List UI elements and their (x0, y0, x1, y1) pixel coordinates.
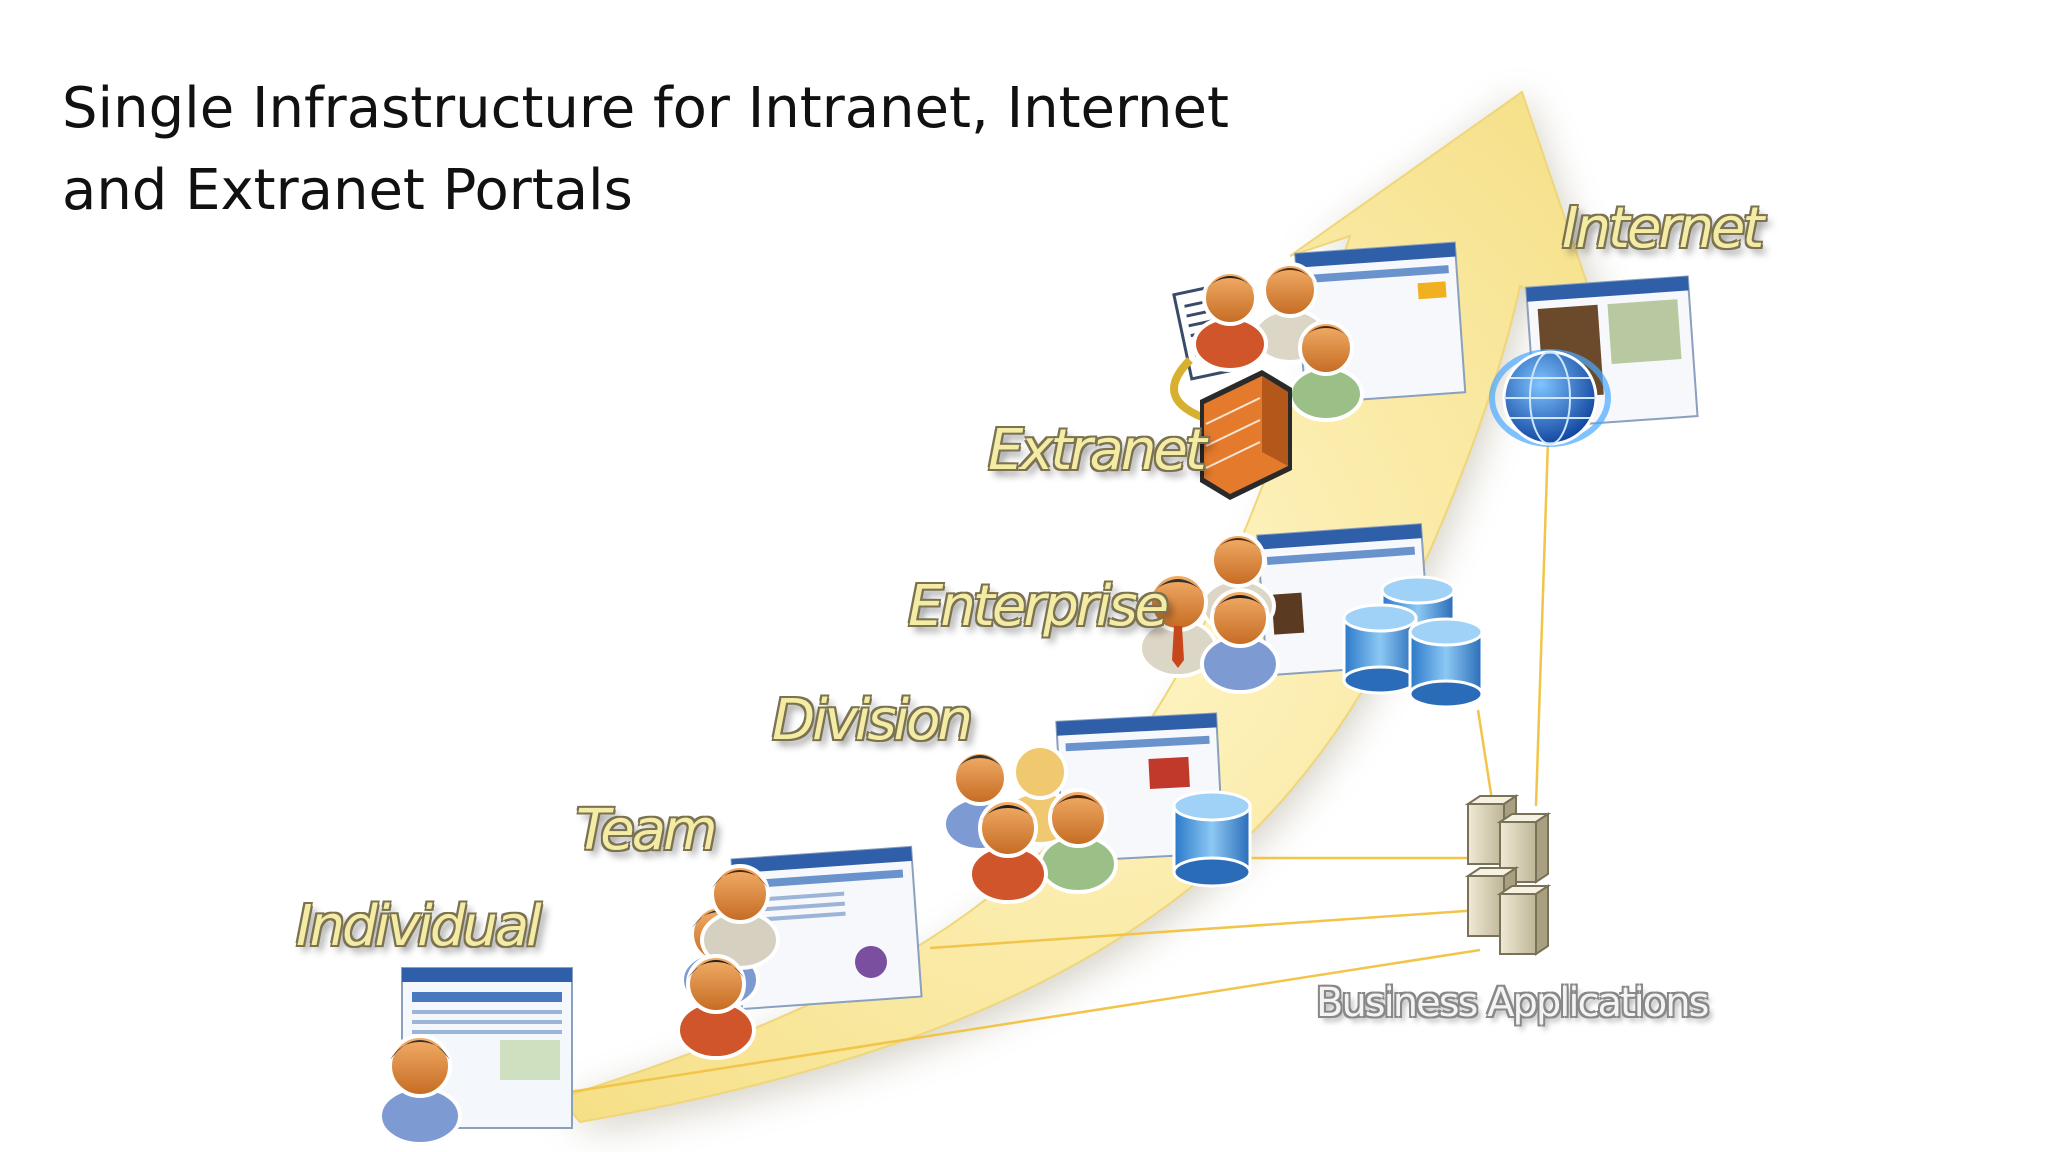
internet-group (1489, 275, 1699, 447)
server-icon (1496, 884, 1552, 956)
business-applications-label: Business Applications (1316, 980, 1709, 1026)
individual-group (378, 967, 573, 1146)
browser-window-icon (730, 845, 923, 1011)
slide-title-line-1: Single Infrastructure for Intranet, Inte… (62, 76, 1229, 141)
person-icon (378, 1034, 462, 1146)
database-icon (1172, 790, 1252, 888)
connector-lines (569, 439, 1550, 1094)
slide-title-line-2: and Extranet Portals (62, 158, 633, 223)
curved-arrow-icon (1170, 357, 1212, 424)
firewall-icon (1200, 370, 1292, 500)
person-icon (1192, 270, 1268, 372)
tier-label-internet: Internet (1562, 196, 1764, 261)
database-icon (1408, 617, 1484, 709)
tier-label-team: Team (576, 798, 718, 863)
database-icon (1342, 603, 1418, 695)
person-icon (1200, 588, 1280, 694)
person-icon (676, 954, 756, 1060)
globe-icon (1489, 349, 1611, 447)
person-icon (700, 864, 780, 970)
division-group (942, 712, 1252, 904)
tier-label-division: Division (772, 688, 973, 753)
tier-label-enterprise: Enterprise (908, 574, 1169, 639)
business-applications-servers (1464, 794, 1552, 956)
enterprise-group (1138, 523, 1484, 709)
browser-window-icon (401, 967, 573, 1129)
team-group (676, 845, 923, 1060)
server-icon (1496, 812, 1552, 884)
extranet-group (1170, 241, 1467, 500)
tier-label-individual: Individual (296, 894, 542, 959)
tier-label-extranet: Extranet (988, 418, 1207, 483)
slide-title: Single Infrastructure for Intranet, Inte… (62, 68, 1262, 232)
person-icon (968, 798, 1048, 904)
